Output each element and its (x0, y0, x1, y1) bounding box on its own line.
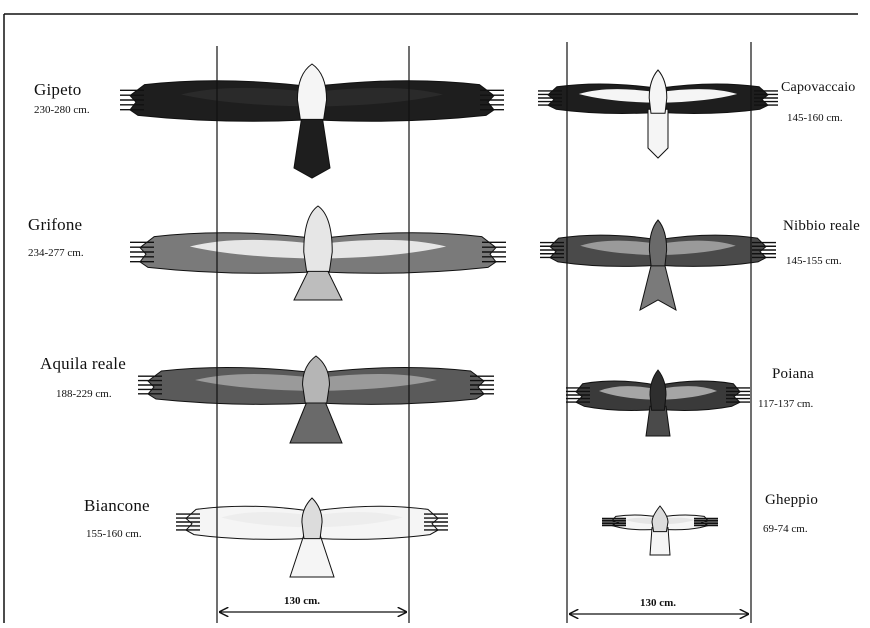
bird-name-gipeto: Gipeto (34, 80, 81, 100)
bird-span-capovaccaio: 145-160 cm. (787, 112, 843, 124)
bird-name-nibbio-reale: Nibbio reale (783, 218, 860, 235)
bird-span-aquila-reale: 188-229 cm. (56, 388, 112, 400)
bird-name-gheppio: Gheppio (765, 492, 818, 509)
bird-name-biancone: Biancone (84, 496, 150, 516)
bird-name-capovaccaio: Capovaccaio (781, 80, 856, 96)
bird-span-biancone: 155-160 cm. (86, 528, 142, 540)
bird-nibbio-reale (540, 220, 776, 310)
bird-poiana (566, 370, 750, 436)
bird-grifone (130, 206, 506, 300)
bird-span-grifone: 234-277 cm. (28, 247, 84, 259)
bird-span-poiana: 117-137 cm. (758, 398, 813, 410)
bird-aquila-reale (138, 356, 494, 443)
bird-name-aquila-reale: Aquila reale (40, 354, 126, 374)
bird-span-gheppio: 69-74 cm. (763, 523, 808, 535)
bird-gheppio (602, 506, 718, 555)
bird-span-gipeto: 230-280 cm. (34, 104, 90, 116)
bird-name-poiana: Poiana (772, 366, 814, 383)
scale-label-left: 130 cm. (284, 595, 320, 607)
scale-label-right: 130 cm. (640, 597, 676, 609)
bird-gipeto (120, 64, 504, 178)
bird-name-grifone: Grifone (28, 215, 82, 235)
bird-capovaccaio (538, 70, 778, 158)
bird-silhouettes (120, 64, 778, 577)
bird-span-nibbio-reale: 145-155 cm. (786, 255, 842, 267)
